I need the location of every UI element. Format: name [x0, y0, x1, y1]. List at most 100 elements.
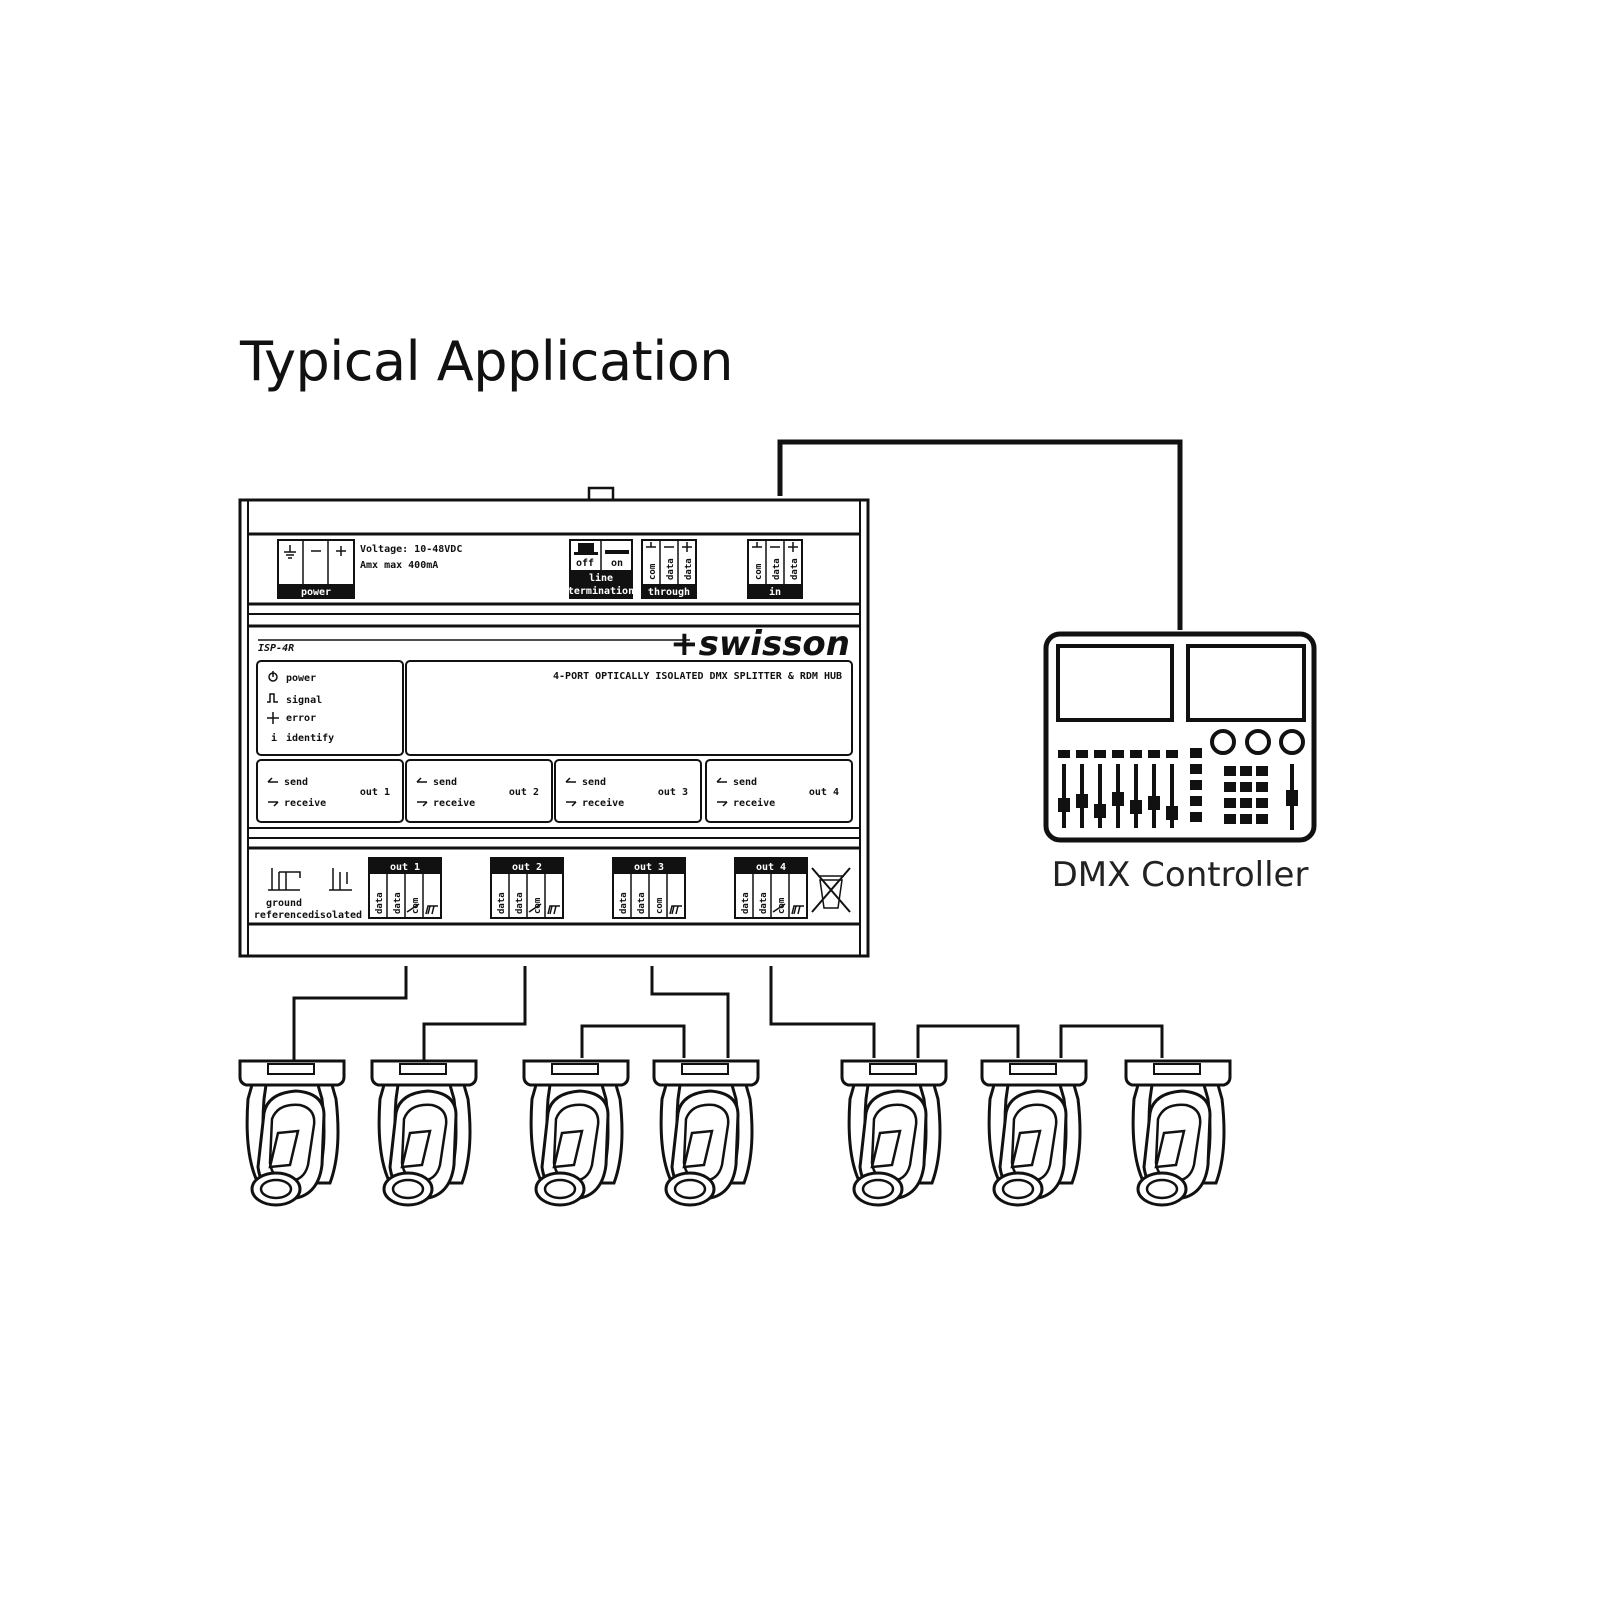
port-2-receive: receive: [433, 797, 475, 809]
port-1-receive: receive: [284, 797, 326, 809]
port-4-send: send: [733, 777, 757, 788]
ground-symbol-icon: [284, 545, 296, 559]
termination-on-label: on: [611, 558, 623, 569]
send-arrow-icon: [267, 777, 278, 783]
out-connector-2-label: out 2: [512, 862, 542, 873]
moving-head-fixture-6: [980, 1059, 1088, 1207]
through-label: through: [648, 587, 690, 598]
dmx-controller: DMX Controller: [1043, 631, 1317, 895]
out-connector-3: out 3 data data com: [612, 857, 686, 919]
port-4-receive: receive: [733, 797, 775, 809]
out-3-pin-2: data: [637, 892, 647, 914]
send-arrow-icon: [565, 777, 576, 783]
power-voltage: Voltage: 10-48VDC: [360, 544, 462, 555]
out-connector-1-label: out 1: [390, 862, 420, 873]
out-connector-4: out 4 data data com: [734, 857, 808, 919]
cables-out-to-fixtures: [292, 966, 1164, 1060]
port-1-send: send: [284, 777, 308, 788]
out-2-pin-1: data: [497, 892, 507, 914]
isolated-label: isolated: [314, 909, 362, 921]
power-terminal-label: power: [301, 587, 331, 598]
moving-head-fixture-7: [1124, 1059, 1232, 1207]
in-pin-1: com: [754, 563, 764, 580]
port-status-1: send receive out 1: [256, 759, 404, 823]
controller-screen-right: [1186, 644, 1306, 722]
out-1-pin-2: data: [393, 892, 403, 914]
ground-referenced-label-line2: referenced: [254, 910, 314, 921]
ground-referenced-icon: [268, 868, 301, 891]
out-3-pin-1: data: [619, 892, 629, 914]
shield-ground-icon: [406, 903, 438, 915]
receive-arrow-icon: [566, 801, 577, 807]
moving-head-fixture-4: [652, 1059, 760, 1207]
in-pin-3: data: [790, 558, 800, 580]
controller-master-fader: [1286, 764, 1298, 830]
through-pin-1: com: [648, 563, 658, 580]
through-pin-3: data: [684, 558, 694, 580]
device-description: 4-PORT OPTICALLY ISOLATED DMX SPLITTER &…: [553, 671, 842, 682]
controller-faders: [1058, 750, 1178, 828]
power-current: Amx max 400mA: [360, 560, 438, 571]
port-4-out: out 4: [809, 787, 839, 798]
out-2-pin-2: data: [515, 892, 525, 914]
shield-ground-icon: [772, 903, 804, 915]
moving-head-fixture-2: [370, 1059, 478, 1207]
through-connector: through com data data: [641, 539, 697, 599]
identify-icon: i: [271, 732, 277, 744]
page-title: Typical Application: [240, 330, 733, 393]
legend-power: power: [286, 673, 316, 684]
weee-disposal-icon: [811, 867, 851, 913]
cable-controller-to-in: [777, 439, 1183, 630]
out-connector-1: out 1 data data com: [368, 857, 442, 919]
legend-identify: identify: [286, 732, 334, 744]
in-connector: in com data data: [747, 539, 803, 599]
send-arrow-icon: [416, 777, 427, 783]
port-1-out: out 1: [360, 787, 390, 798]
error-icon: [267, 712, 279, 724]
port-2-out: out 2: [509, 787, 539, 798]
send-arrow-icon: [716, 777, 727, 783]
controller-knobs: [1210, 729, 1305, 755]
in-pin-2: data: [772, 558, 782, 580]
legend-error: error: [286, 713, 316, 724]
moving-head-fixture-1: [238, 1059, 346, 1207]
power-terminal: power Voltage: 10-48VDC Amx max 400mA: [277, 539, 462, 599]
legend-signal: signal: [286, 694, 322, 706]
signal-icon: [267, 693, 278, 703]
port-3-out: out 3: [658, 787, 688, 798]
in-label: in: [769, 586, 781, 598]
port-3-send: send: [582, 777, 606, 788]
out-4-pin-2: data: [759, 892, 769, 914]
receive-arrow-icon: [717, 801, 728, 807]
port-2-send: send: [433, 777, 457, 788]
status-legend: power signal error i identify: [256, 660, 404, 756]
out-3-pin-3: com: [655, 897, 665, 914]
out-connector-4-label: out 4: [756, 862, 786, 873]
receive-arrow-icon: [268, 801, 279, 807]
through-pin-2: data: [666, 558, 676, 580]
termination-off-label: off: [576, 558, 594, 569]
controller-screen-left: [1056, 644, 1174, 722]
isolated-icon: [329, 868, 352, 891]
out-connector-3-label: out 3: [634, 862, 664, 873]
model-name: ISP-4R: [258, 643, 294, 654]
controller-buttons: [1190, 748, 1268, 824]
port-status-4: send receive out 4: [705, 759, 853, 823]
termination-label-line2: termination: [568, 585, 634, 597]
port-status-2: send receive out 2: [405, 759, 553, 823]
controller-label: DMX Controller: [1052, 855, 1309, 895]
plus-symbol-icon: [336, 546, 346, 556]
moving-head-fixture-3: [522, 1059, 630, 1207]
dmx-splitter-device: power Voltage: 10-48VDC Amx max 400mA of…: [238, 486, 870, 958]
shield-ground-icon: [528, 903, 560, 915]
ground-referenced-label-line1: ground: [266, 898, 302, 909]
power-icon: [268, 671, 278, 682]
termination-label-line1: line: [589, 572, 613, 584]
port-status-3: send receive out 3: [554, 759, 702, 823]
receive-arrow-icon: [417, 801, 428, 807]
moving-head-fixtures: [238, 1059, 1232, 1207]
line-termination-switch: off on line termination: [568, 539, 634, 599]
out-4-pin-1: data: [741, 892, 751, 914]
brand-logo: +swisson: [670, 624, 850, 664]
